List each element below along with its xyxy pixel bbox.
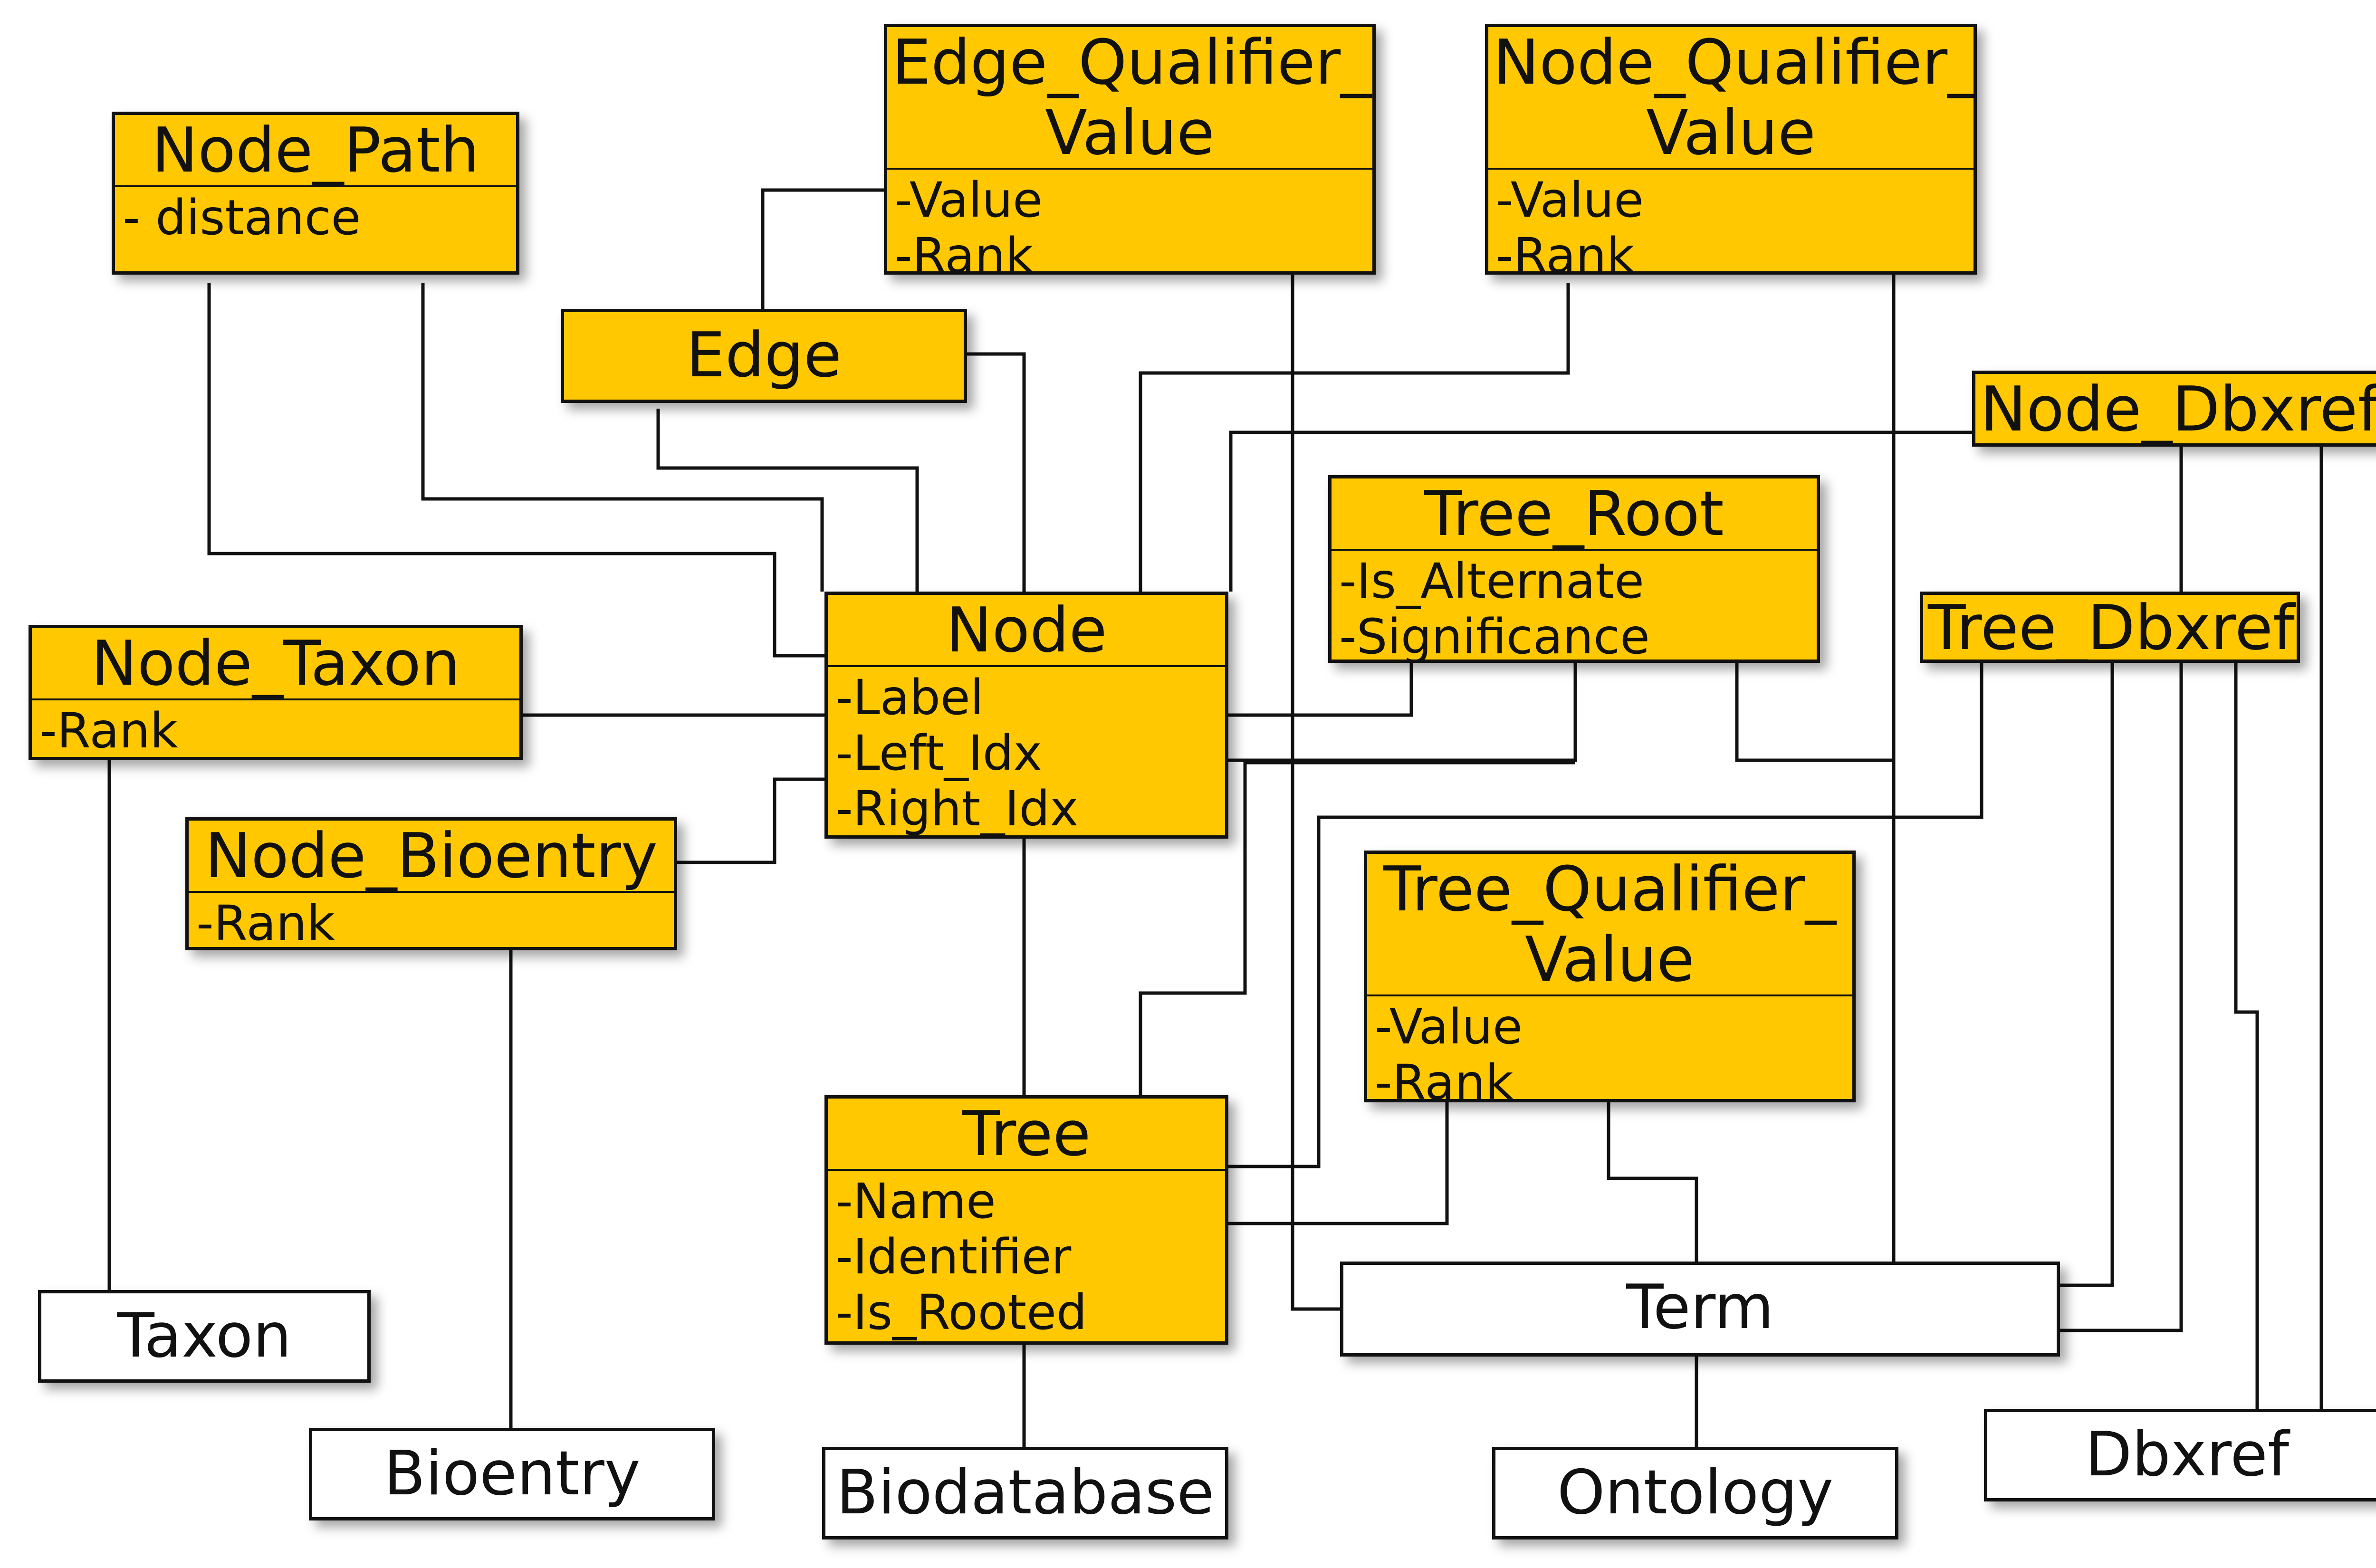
bioentry-entity: Bioentry bbox=[309, 1428, 715, 1520]
link-tree-qualifier-value-to-term bbox=[1607, 1102, 1698, 1262]
tree-root-entity: Tree_Root -Is_Alternate -Significance bbox=[1328, 475, 1820, 663]
attribute: -Rank bbox=[895, 228, 1034, 275]
entity-name: Bioentry bbox=[383, 1438, 641, 1509]
entity-name: Biodatabase bbox=[836, 1457, 1215, 1528]
attribute: -Value bbox=[1496, 172, 1644, 229]
entity-name: Node bbox=[946, 594, 1107, 666]
attribute: -Is_Rooted bbox=[835, 1284, 1087, 1341]
term-entity: Term bbox=[1340, 1262, 2060, 1357]
link-tree-dbxref-to-term bbox=[2060, 663, 2114, 1287]
entity-name-line-1: Node_Qualifier_ bbox=[1493, 26, 1977, 98]
entity-name: Node_Path bbox=[152, 114, 479, 186]
attribute: -Label bbox=[835, 669, 984, 726]
link-tree-root-to-tree bbox=[1139, 761, 1575, 1095]
attribute: -Significance bbox=[1339, 609, 1650, 663]
entity-name-line-1: Tree_Qualifier_ bbox=[1383, 853, 1836, 925]
link-node-bioentry-to-node bbox=[677, 777, 824, 864]
attribute: -Rank bbox=[39, 703, 178, 759]
attribute-list: - distance bbox=[115, 185, 516, 249]
link-node-qualifier-value-to-node bbox=[1139, 283, 1570, 592]
link-edge-to-node-second bbox=[967, 352, 1026, 592]
entity-name: Edge bbox=[686, 319, 842, 391]
link-node-dbxref-to-term bbox=[2060, 447, 2183, 1332]
ontology-entity: Ontology bbox=[1492, 1447, 1898, 1539]
link-edge-to-edge-qualifier-value bbox=[761, 188, 884, 309]
link-node-dbxref-to-node bbox=[1229, 430, 1972, 592]
attribute: -Rank bbox=[1375, 1054, 1514, 1102]
entity-name: Tree_Dbxref bbox=[1928, 592, 2295, 663]
entity-name: Node_Bioentry bbox=[205, 820, 658, 892]
edge-entity: Edge bbox=[561, 309, 967, 403]
node-dbxref-entity: Node_Dbxref bbox=[1972, 371, 2376, 447]
entity-name: Dbxref bbox=[2085, 1419, 2290, 1490]
link-node-to-tree-root bbox=[1228, 663, 1413, 717]
link-tree-dbxref-to-dbxref bbox=[2234, 663, 2259, 1409]
edge-qualifier-value-entity: Edge_Qualifier_ Value -Value -Rank bbox=[884, 24, 1376, 275]
entity-name: Term bbox=[1626, 1272, 1774, 1343]
attribute-list: -Name -Identifier -Is_Rooted bbox=[828, 1169, 1225, 1341]
entity-name: Node_Taxon bbox=[91, 627, 460, 699]
entity-name-line-2: Value bbox=[1646, 96, 1816, 169]
attribute: -Is_Alternate bbox=[1339, 553, 1644, 610]
link-tree-root-to-term bbox=[1735, 663, 1894, 762]
node-taxon-entity: Node_Taxon -Rank bbox=[29, 625, 523, 760]
attribute: -Left_Idx bbox=[835, 725, 1042, 782]
attribute: - distance bbox=[123, 190, 361, 246]
link-edge-qualifier-value-to-term bbox=[1291, 275, 1340, 1311]
attribute: -Rank bbox=[1496, 228, 1635, 275]
attribute: -Name bbox=[835, 1173, 996, 1230]
attribute: -Value bbox=[1375, 999, 1523, 1055]
attribute: -Identifier bbox=[835, 1229, 1072, 1285]
attribute-list: -Value -Rank bbox=[887, 168, 1372, 275]
attribute: -Right_Idx bbox=[835, 781, 1079, 837]
link-node-path-to-node bbox=[207, 283, 824, 658]
link-node-to-tree-root-second bbox=[1228, 663, 1577, 762]
entity-name: Node_Dbxref bbox=[1980, 373, 2376, 445]
node-bioentry-entity: Node_Bioentry -Rank bbox=[185, 817, 677, 950]
entity-name-line-2: Value bbox=[1525, 923, 1695, 995]
attribute-list: -Is_Alternate -Significance bbox=[1332, 549, 1817, 663]
attribute: -Value bbox=[895, 172, 1043, 229]
entity-name: Taxon bbox=[117, 1300, 292, 1371]
link-tree-to-tree-qualifier-value bbox=[1228, 1102, 1449, 1225]
attribute-list: -Rank bbox=[189, 891, 674, 950]
entity-name: Tree_Root bbox=[1424, 478, 1724, 550]
attribute-list: -Value -Rank bbox=[1488, 168, 1974, 275]
biodatabase-entity: Biodatabase bbox=[822, 1447, 1228, 1539]
tree-qualifier-value-entity: Tree_Qualifier_ Value -Value -Rank bbox=[1364, 851, 1856, 1102]
attribute-list: -Rank bbox=[32, 698, 519, 759]
link-edge-to-node-first bbox=[656, 409, 919, 592]
tree-entity: Tree -Name -Identifier -Is_Rooted bbox=[824, 1095, 1228, 1345]
link-tree-to-tree-dbxref bbox=[1228, 663, 1983, 1168]
node-entity: Node -Label -Left_Idx -Right_Idx bbox=[824, 592, 1228, 839]
attribute-list: -Value -Rank bbox=[1367, 994, 1852, 1102]
attribute: -Rank bbox=[196, 895, 335, 950]
entity-name-line-2: Value bbox=[1045, 96, 1215, 169]
node-qualifier-value-entity: Node_Qualifier_ Value -Value -Rank bbox=[1485, 24, 1977, 275]
entity-name: Ontology bbox=[1557, 1457, 1834, 1528]
link-node-path-to-node-second bbox=[421, 283, 824, 592]
taxon-entity: Taxon bbox=[38, 1290, 371, 1383]
tree-dbxref-entity: Tree_Dbxref bbox=[1920, 592, 2300, 663]
dbxref-entity: Dbxref bbox=[1984, 1409, 2376, 1501]
attribute-list: -Label -Left_Idx -Right_Idx bbox=[828, 665, 1225, 837]
entity-name-line-1: Edge_Qualifier_ bbox=[892, 26, 1372, 98]
node-path-entity: Node_Path - distance bbox=[112, 112, 519, 275]
entity-name: Tree bbox=[962, 1098, 1091, 1170]
